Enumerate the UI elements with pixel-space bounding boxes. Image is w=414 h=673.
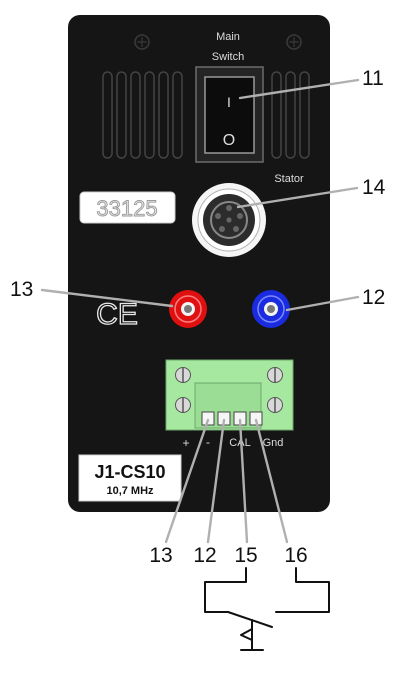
callout-15-terminal: 15 (234, 544, 257, 567)
callout-16-terminal: 16 (284, 544, 307, 567)
switch-actuator-zigzag (241, 629, 252, 640)
terminal-label-gnd: Gnd (263, 437, 284, 449)
model-name: J1-CS10 (94, 462, 165, 482)
screw-icon (287, 35, 301, 49)
switch-off-symbol: O (223, 132, 235, 149)
callout-13-terminal: 13 (149, 544, 172, 567)
terminal-block[interactable] (166, 360, 293, 430)
external-switch-schematic (205, 568, 329, 650)
terminal-screw-icon (176, 368, 191, 383)
callout-13-red-socket: 13 (10, 278, 33, 301)
model-frequency: 10,7 MHz (106, 485, 154, 497)
stator-connector[interactable] (192, 183, 266, 257)
main-switch[interactable]: I O (196, 67, 263, 162)
switch-on-symbol: I (227, 94, 231, 110)
ce-mark: CE (96, 298, 138, 331)
callout-12-terminal: 12 (193, 544, 216, 567)
wire-cal (205, 568, 246, 612)
callout-12-blue-socket: 12 (362, 286, 385, 309)
callout-11: 11 (362, 67, 384, 90)
terminal-screw-icon (268, 368, 283, 383)
blue-socket[interactable] (252, 290, 290, 328)
main-switch-label-line1: Main (216, 31, 240, 43)
terminal-screw-icon (176, 398, 191, 413)
terminal-screw-icon (268, 398, 283, 413)
callout-14: 14 (362, 176, 386, 199)
svg-text:CE: CE (96, 298, 138, 331)
serial-number: 33125 (96, 196, 157, 221)
switch-contact-lever (228, 612, 272, 627)
screw-icon (135, 35, 149, 49)
stator-label: Stator (274, 173, 304, 185)
terminal-label-plus: + (182, 436, 189, 450)
main-switch-label-line2: Switch (212, 51, 244, 63)
red-socket[interactable] (169, 290, 207, 328)
wire-gnd (276, 568, 329, 612)
terminal-label-minus: - (206, 435, 210, 449)
